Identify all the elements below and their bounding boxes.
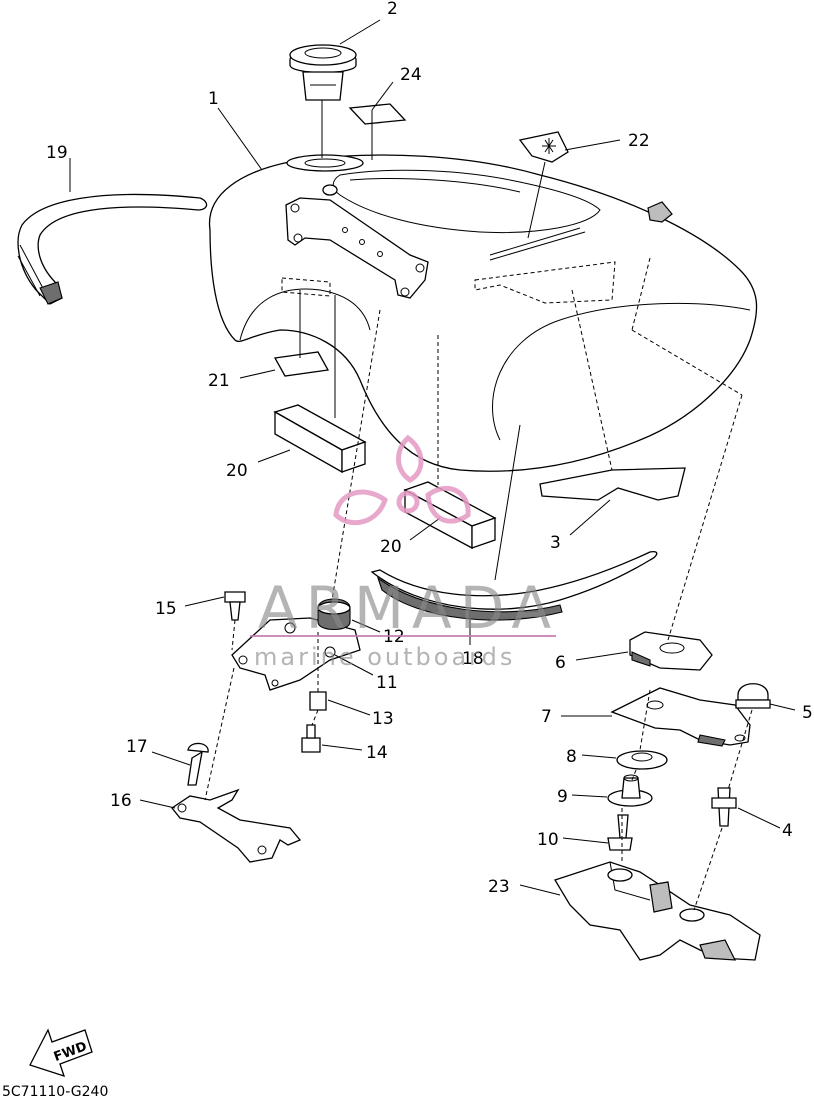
fwd-arrow-icon: FWD (29, 1028, 93, 1078)
collar-13 (309, 691, 327, 711)
callout-15: 15 (155, 599, 177, 619)
callout-22: 22 (628, 131, 650, 151)
grommet-12 (317, 598, 351, 631)
callout-18: 18 (462, 649, 484, 669)
callout-3: 3 (550, 533, 561, 553)
callout-4: 4 (782, 821, 793, 841)
callout-20-right: 20 (380, 537, 402, 557)
foam-block-20-left (273, 404, 367, 474)
callout-23: 23 (488, 877, 510, 897)
callout-16: 16 (110, 791, 132, 811)
callout-17: 17 (126, 737, 148, 757)
callout-14: 14 (366, 743, 388, 763)
armada-logo-icon (333, 434, 471, 526)
foam-block-20-right (403, 481, 497, 550)
plate-7 (610, 687, 751, 747)
callout-numbers: 1 2 3 4 5 6 7 8 9 10 11 12 13 14 15 16 1… (46, 0, 813, 897)
armada-watermark: ARMADA marine outboards (250, 434, 559, 671)
callout-6: 6 (555, 653, 566, 673)
callout-8: 8 (566, 747, 577, 767)
callout-9: 9 (557, 787, 568, 807)
emblem-label-22 (518, 131, 569, 163)
callout-24: 24 (400, 65, 422, 85)
bracket-16 (171, 788, 302, 863)
callout-20-left: 20 (226, 461, 248, 481)
bolt-15 (224, 591, 246, 621)
callout-5: 5 (802, 703, 813, 723)
drawing-code: 5C71110-G240 (2, 1084, 109, 1100)
grommet-8 (616, 750, 668, 770)
leader-lines (69, 19, 796, 911)
stud-4 (711, 787, 737, 827)
watermark-tagline: marine outboards (254, 643, 515, 671)
trim-strip-19 (17, 193, 208, 305)
bolt-14 (301, 724, 321, 753)
bracket-6 (629, 631, 713, 671)
bolt-17 (187, 742, 209, 786)
callout-7: 7 (541, 707, 552, 727)
callout-19: 19 (46, 143, 68, 163)
trim-strip-18 (370, 550, 658, 621)
bracket-23 (554, 861, 761, 961)
tank-mount-bracket (285, 184, 429, 299)
fuel-cap (289, 44, 357, 101)
cap-nut-5 (735, 683, 771, 709)
callout-11: 11 (376, 673, 398, 693)
callout-1: 1 (208, 89, 219, 109)
side-pad-3 (539, 467, 686, 501)
callout-2: 2 (387, 0, 398, 19)
callout-21: 21 (208, 371, 230, 391)
callout-13: 13 (372, 709, 394, 729)
collar-9 (607, 774, 653, 807)
label-24 (348, 103, 407, 125)
pad-21 (273, 351, 330, 377)
watermark-brand: ARMADA (258, 574, 559, 642)
callout-10: 10 (537, 830, 559, 850)
bolt-10 (607, 814, 633, 851)
